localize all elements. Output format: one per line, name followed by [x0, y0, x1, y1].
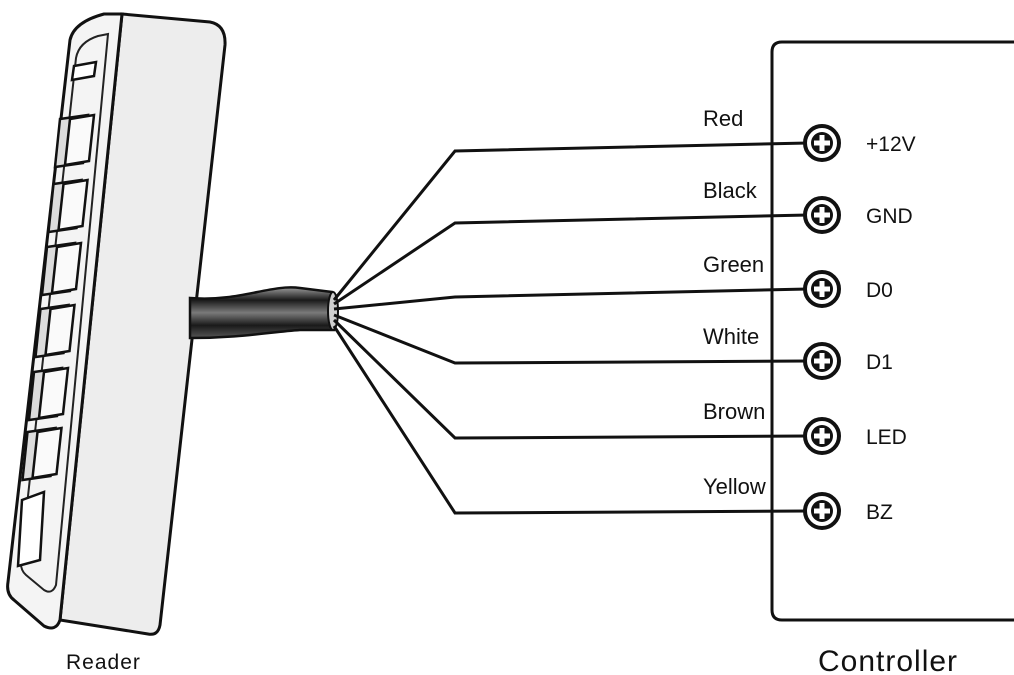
- terminal-screw: [803, 417, 841, 455]
- wires: [332, 141, 809, 515]
- reader-caption: Reader: [66, 651, 141, 674]
- cable-bundle: [188, 286, 339, 340]
- wire: [332, 318, 809, 440]
- terminal-label: GND: [866, 205, 913, 228]
- wire-color-label: White: [703, 324, 759, 349]
- wire-color-label: Black: [703, 178, 758, 203]
- reader-side-face: [58, 12, 227, 636]
- wire-color-label: Red: [703, 106, 743, 131]
- keypad-button: [40, 241, 83, 297]
- keypad-button: [34, 303, 76, 359]
- wire: [332, 325, 809, 515]
- keypad-button: [53, 113, 96, 169]
- wire: [333, 287, 809, 311]
- cable-jacket: [188, 286, 336, 340]
- terminal-screw: [803, 492, 841, 530]
- wire: [333, 213, 809, 306]
- wire-color-label: Yellow: [703, 474, 766, 499]
- keypad-button: [21, 426, 63, 482]
- terminal-label: D1: [866, 351, 893, 374]
- terminal-label: +12V: [866, 133, 916, 156]
- controller-caption: Controller: [818, 645, 958, 675]
- card-sensing-area: [16, 490, 46, 568]
- wire: [333, 313, 809, 365]
- led-indicator: [70, 60, 98, 82]
- wire: [332, 141, 809, 301]
- keypad-button: [27, 366, 70, 422]
- wire-color-label: Brown: [703, 399, 765, 424]
- terminal-label: D0: [866, 279, 893, 302]
- terminal-screw: [803, 270, 841, 308]
- wire-color-label: Green: [703, 252, 764, 277]
- keypad: [21, 113, 96, 482]
- terminal-screw: [803, 196, 841, 234]
- card-reader-device: [6, 12, 227, 636]
- terminals: [803, 124, 841, 530]
- terminal-screw: [803, 342, 841, 380]
- terminal-screw: [803, 124, 841, 162]
- keypad-button: [47, 178, 89, 234]
- terminal-label: LED: [866, 426, 907, 449]
- reader-bezel: [19, 32, 110, 593]
- controller-box: [770, 40, 1014, 622]
- terminal-label: BZ: [866, 501, 893, 524]
